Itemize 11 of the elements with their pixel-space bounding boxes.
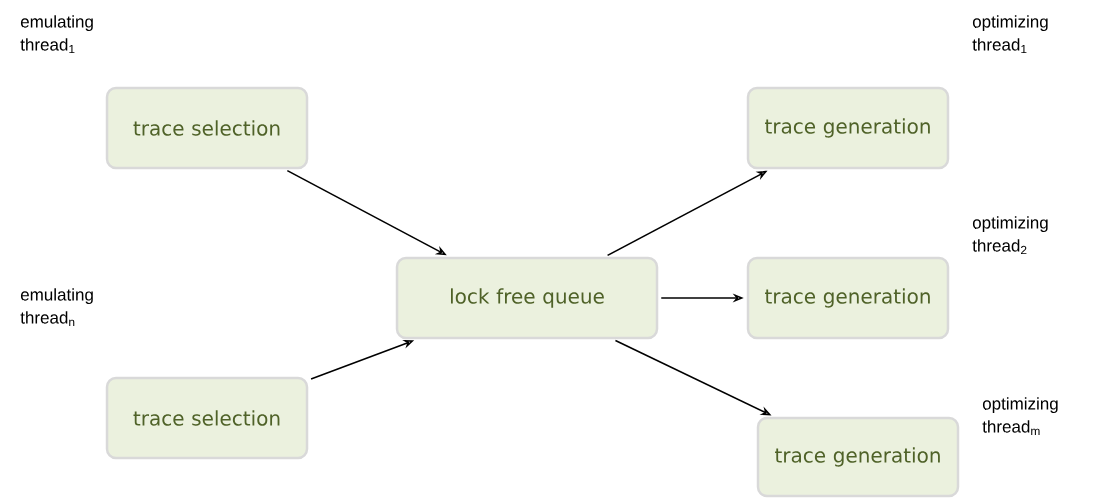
- thread-label: emulating thread$_{n}$: [20, 288, 93, 327]
- process-box: trace generation: [756, 416, 960, 498]
- thread-label: emulating thread$_{1}$: [20, 15, 93, 54]
- process-box: trace selection: [105, 86, 309, 170]
- process-box: trace selection: [105, 376, 309, 460]
- thread-label: optimizing thread$_{m}$: [982, 397, 1058, 436]
- thread-label: optimizing thread$_{2}$: [972, 216, 1048, 255]
- thread-label: optimizing thread$_{1}$: [972, 15, 1048, 54]
- process-box: lock free queue: [395, 256, 659, 340]
- process-box: trace generation: [746, 256, 950, 340]
- process-box: trace generation: [746, 86, 950, 170]
